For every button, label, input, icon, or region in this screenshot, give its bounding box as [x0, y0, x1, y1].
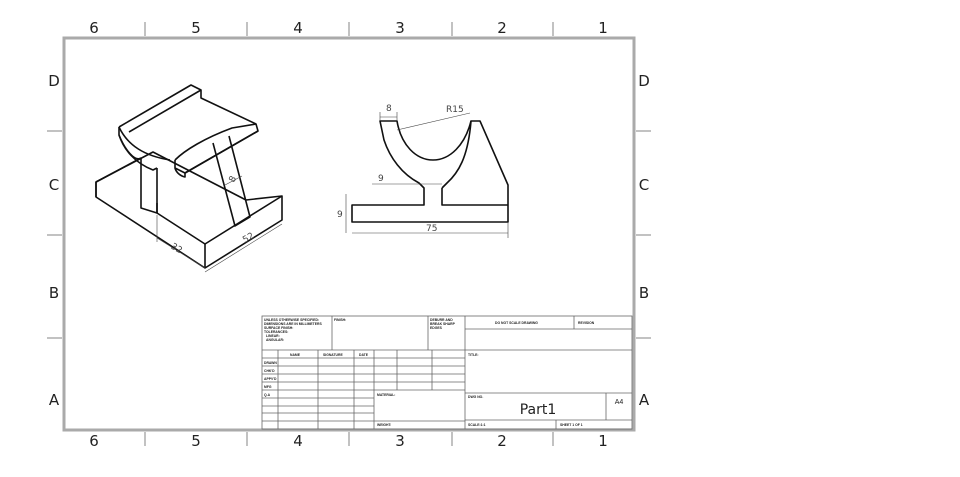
zone-labels-left: D C B A [48, 72, 60, 409]
zone-col-4-bottom: 4 [293, 432, 303, 450]
tb-note-5: ANGULAR: [266, 338, 284, 342]
zone-row-a-left: A [49, 391, 60, 409]
tb-deburr-1: BREAK SHARP [430, 322, 456, 326]
front-neck-dim: 9 [378, 174, 384, 184]
tb-title-label: TITLE: [468, 353, 479, 357]
tb-scale: SCALE:1:1 [468, 423, 486, 427]
tb-note-1: DIMENSIONS ARE IN MILLIMETERS [264, 322, 322, 326]
zone-row-c-right: C [639, 176, 649, 194]
isometric-view[interactable]: 8 32 52 [95, 84, 283, 273]
zone-ticks [47, 22, 651, 446]
iso-length-dim: 52 [241, 231, 256, 245]
outer-frame [44, 19, 660, 444]
iso-rib-dim: 8 [228, 174, 240, 184]
tb-note-4: LINEAR: [266, 334, 280, 338]
tb-col-name: NAME [290, 353, 301, 357]
title-block-text: UNLESS OTHERWISE SPECIFIED: DIMENSIONS A… [264, 318, 623, 427]
tb-do-not-scale: DO NOT SCALE DRAWING [495, 321, 538, 325]
zone-row-c-left: C [49, 176, 59, 194]
tb-deburr-2: EDGES [430, 326, 443, 330]
tb-row-chkd: CHK'D [264, 369, 275, 373]
tb-sheet-size: A4 [615, 399, 624, 406]
front-radius-dim: R15 [446, 105, 464, 115]
front-top-width-dim: 8 [386, 104, 392, 114]
tb-row-mfg: MFG [264, 385, 272, 389]
zone-row-b-right: B [639, 284, 649, 302]
zone-col-2-top: 2 [497, 19, 507, 37]
tb-note-3: TOLERANCES: [264, 330, 288, 334]
tb-col-signature: SIGNATURE [323, 353, 343, 357]
tb-note-0: UNLESS OTHERWISE SPECIFIED: [264, 318, 319, 322]
zone-row-d-left: D [48, 72, 60, 90]
inner-border [62, 36, 636, 432]
tb-row-drawn: DRAWN [264, 361, 277, 365]
tb-row-appvd: APPV'D [264, 377, 277, 381]
tb-finish: FINISH: [334, 318, 346, 322]
front-base-length-dim: 75 [426, 224, 437, 234]
tb-col-date: DATE [359, 353, 369, 357]
tb-deburr-0: DEBURR AND [430, 318, 453, 322]
zone-col-3-bottom: 3 [395, 432, 405, 450]
zone-col-6-top: 6 [89, 19, 99, 37]
front-view[interactable]: 8 R15 9 9 75 [337, 104, 509, 238]
zone-col-1-bottom: 1 [598, 432, 608, 450]
zone-col-3-top: 3 [395, 19, 405, 37]
zone-col-4-top: 4 [293, 19, 303, 37]
zone-row-b-left: B [49, 284, 59, 302]
tb-part-name: Part1 [520, 402, 557, 418]
zone-labels-top: 6 5 4 3 2 1 [89, 19, 608, 37]
zone-col-5-top: 5 [191, 19, 201, 37]
zone-col-6-bottom: 6 [89, 432, 99, 450]
tb-revision: REVISION [578, 321, 595, 325]
tb-dwg-no-label: DWG NO. [468, 395, 483, 399]
tb-material-label: MATERIAL: [377, 393, 395, 397]
iso-depth-dim: 32 [169, 242, 184, 256]
tb-weight-label: WEIGHT: [377, 423, 391, 427]
zone-row-d-right: D [638, 72, 650, 90]
zone-col-5-bottom: 5 [191, 432, 201, 450]
zone-col-1-top: 1 [598, 19, 608, 37]
tb-row-qa: Q.A [264, 393, 271, 397]
tb-sheet-of: SHEET 1 OF 1 [560, 423, 583, 427]
tb-note-2: SURFACE FINISH: [264, 326, 293, 330]
zone-labels-bottom: 6 5 4 3 2 1 [89, 432, 608, 450]
zone-row-a-right: A [639, 391, 650, 409]
title-block [261, 315, 633, 430]
zone-col-2-bottom: 2 [497, 432, 507, 450]
zone-labels-right: D C B A [638, 72, 650, 409]
front-base-height-dim: 9 [337, 210, 343, 220]
